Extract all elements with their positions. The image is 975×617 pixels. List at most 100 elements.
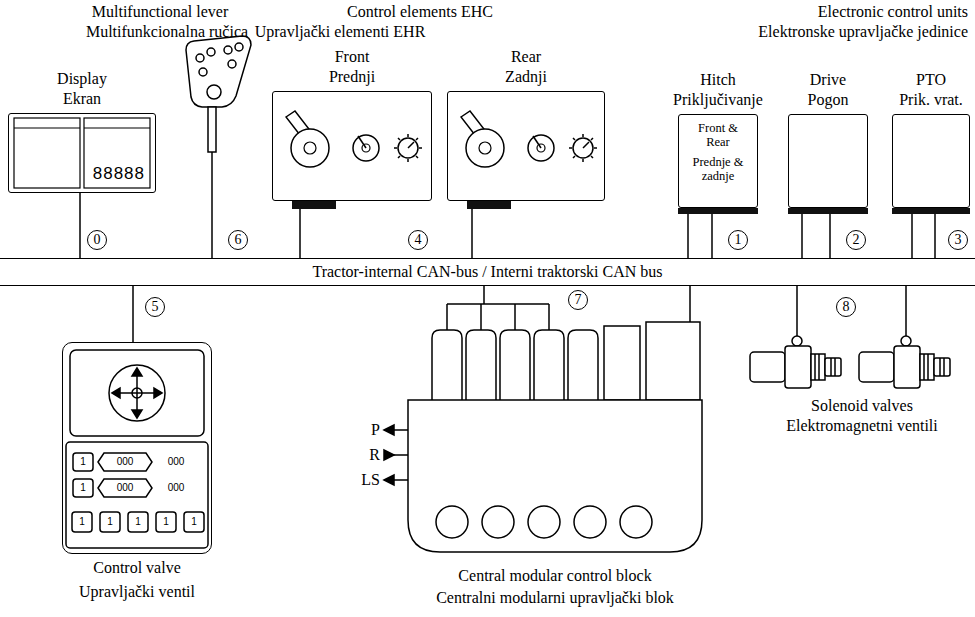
solenoid-valve [934, 358, 950, 376]
control-valve-panel [132, 368, 142, 376]
node-caption: Upravljački ventil [28, 582, 246, 602]
central-control-block [384, 475, 394, 485]
callout-number: 2 [846, 230, 866, 250]
ecu-box-body: Front & RearPrednje & zadnje [678, 114, 758, 208]
node-heading: Hitch [644, 70, 792, 90]
control-valve-panel [72, 512, 92, 532]
text-label: Centralni modularni upravljački blok [436, 588, 674, 608]
control-valve-panel [100, 512, 120, 532]
keypad-digit: 000 [117, 481, 134, 495]
can-bus: Tractor-internal CAN-bus / Interni trakt… [0, 258, 975, 286]
central-control-block [408, 400, 702, 552]
bus-wire [79, 193, 81, 258]
control-knobs [286, 111, 597, 167]
control-valve-panel [70, 350, 204, 436]
bus-wire [471, 209, 473, 258]
central-control-block [604, 326, 640, 400]
text-label: Central modular control block [458, 566, 651, 586]
display-panel [84, 127, 150, 128]
control-valve-panel [109, 365, 165, 421]
node-heading: Zadnji [413, 67, 639, 87]
text-label: LS [361, 470, 380, 490]
central-control-block [528, 506, 560, 538]
node-heading: Front [238, 47, 466, 67]
keypad-digit: 1 [79, 515, 85, 529]
text-label: Upravljački elementi EHR [255, 22, 426, 42]
bus-wire [687, 214, 689, 258]
central-control-block [500, 330, 530, 400]
solenoid-valve [859, 352, 894, 382]
multifunctional-lever [228, 60, 236, 68]
central-control-block [534, 330, 564, 400]
callout-number: 3 [948, 230, 968, 250]
text-label: P [371, 420, 380, 440]
keypad-digit: 000 [168, 455, 185, 469]
bus-label: Tractor-internal CAN-bus / Interni trakt… [306, 259, 668, 284]
bus-wire [829, 214, 831, 258]
node-text: Prednje & zadnje [685, 155, 751, 183]
multifunctional-lever [208, 107, 216, 152]
control-valve-panel [112, 388, 120, 398]
keypad-digit: 1 [135, 515, 141, 529]
control-knobs [461, 111, 597, 167]
bus-wire [934, 214, 936, 258]
central-control-block [574, 506, 606, 538]
central-control-block [384, 286, 702, 552]
solenoid-valve [792, 336, 802, 346]
solenoid-valve [825, 358, 841, 376]
solenoid-valve [815, 354, 835, 380]
text-label: Elektromagnetni ventili [786, 416, 938, 436]
solenoid-valve [797, 286, 906, 336]
control-valve-panel [156, 512, 176, 532]
mounting-base [678, 208, 758, 214]
ecu-box-body [788, 114, 868, 208]
node-heading: Drive [754, 70, 902, 90]
text-label: Multifunkcionalna ručica [86, 22, 248, 42]
text-label: Control elements EHC [347, 2, 493, 22]
ecu-box-body [892, 114, 970, 208]
mounting-base [892, 208, 970, 214]
control-element-body [447, 91, 605, 201]
display-unit-body: 88888 [8, 113, 156, 193]
multifunctional-lever [235, 43, 243, 51]
keypad-digit: 1 [163, 515, 169, 529]
solenoid-valve [901, 336, 911, 346]
node-heading: PTO [858, 70, 975, 90]
solenoid-valve [920, 354, 934, 380]
callout-number: 1 [728, 230, 748, 250]
mounting-base [292, 201, 336, 209]
bus-wire [132, 286, 134, 342]
central-control-block [384, 425, 394, 435]
central-control-block [432, 330, 462, 400]
mounting-base [467, 201, 511, 209]
ecu-box: HitchPriključivanjeFront & RearPrednje &… [678, 70, 758, 214]
display-panel [84, 118, 150, 188]
ecu-box: PTOPrik. vrat. [892, 70, 970, 214]
keypad-digit: 1 [80, 455, 86, 469]
display-panel [14, 118, 80, 188]
multifunctional-lever [207, 85, 221, 99]
keypad-digit: 1 [107, 515, 113, 529]
central-control-block [384, 450, 394, 460]
node-heading: Priključivanje [644, 90, 792, 110]
bus-wire [711, 214, 713, 258]
mounting-base [788, 208, 868, 214]
central-control-block [384, 430, 408, 480]
control-valve-panel [98, 453, 152, 471]
solenoid-valve [811, 354, 825, 380]
callout-number: 0 [87, 230, 107, 250]
node-heading: Pogon [754, 90, 902, 110]
keypad-digit: 000 [117, 455, 134, 469]
node-heading: Rear [413, 47, 639, 67]
central-control-block [466, 330, 496, 400]
callout-number: 8 [836, 297, 856, 317]
callout-number: 4 [408, 230, 428, 250]
control-valve: Control valveUpravljački ventil [62, 342, 212, 602]
text-label: Solenoid valves [811, 396, 913, 416]
node-heading: Prik. vrat. [858, 90, 975, 110]
solenoid-valve [785, 346, 811, 388]
control-valve-panel [184, 512, 204, 532]
control-valve-panel [73, 453, 93, 471]
